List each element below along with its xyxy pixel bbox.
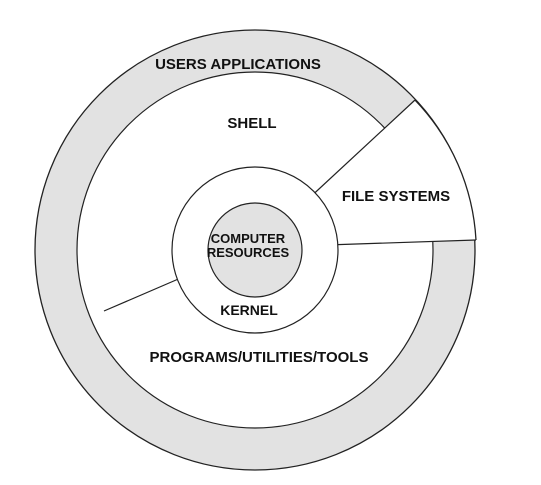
computer-resources-line2: RESOURCES (206, 245, 290, 261)
computer-resources-line1: COMPUTER (210, 231, 286, 246)
file-systems-wedge (292, 100, 476, 246)
computer-resources-core (207, 202, 303, 298)
shell-programs-divider (103, 276, 184, 312)
kernel-label: KERNEL (220, 302, 278, 318)
file-systems-label: FILE SYSTEMS (341, 188, 451, 205)
programs-utilities-tools-label: PROGRAMS/UTILITIES/TOOLS (149, 349, 369, 366)
computer-resources-label: COMPUTER RESOURCES (188, 231, 308, 261)
file-systems-wedge-edge (414, 99, 477, 241)
users-applications-label: USERS APPLICATIONS (155, 56, 321, 73)
shell-label: SHELL (227, 115, 277, 132)
